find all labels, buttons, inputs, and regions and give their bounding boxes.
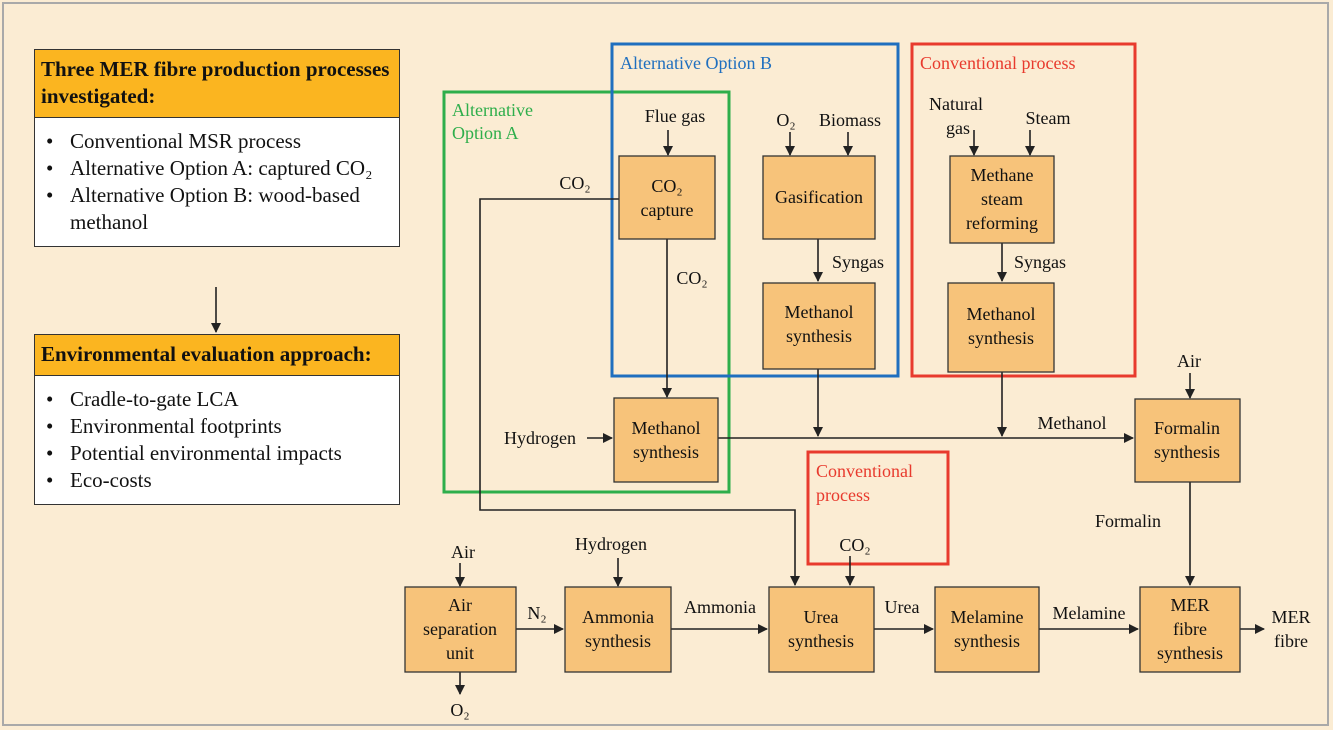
evaluation-panel-heading: Environmental evaluation approach: [35,335,399,376]
conventional-process-region [910,42,1137,378]
melamine-synthesis-box [934,586,1040,673]
list-item: Alternative Option B: wood-based methano… [43,182,391,236]
air-formalin-label: Air [1177,351,1201,371]
asu-label-2: separation [423,619,497,639]
ammonia-flow-label: Ammonia [684,597,756,617]
msr-label-2: steam [981,189,1023,209]
mer-label-3: synthesis [1157,643,1223,663]
hydrogen-ammonia-label: Hydrogen [575,534,647,554]
msr-label-3: reforming [966,213,1038,233]
option-a-title-line1: Alternative [452,100,533,120]
methanol-b-label-1: Methanol [785,302,854,322]
co2-to-urea-line [479,198,800,586]
list-item: Potential environmental impacts [43,440,391,467]
melamine-label-1: Melamine [951,607,1024,627]
formalin-flow-label: Formalin [1095,511,1161,531]
list-item: Environmental footprints [43,413,391,440]
formalin-synthesis-box [1134,398,1241,483]
option-b-title: Alternative Option B [620,53,772,73]
option-b-region [610,42,900,378]
mer-fibre-synthesis-box [1139,586,1241,673]
list-item: Conventional MSR process [43,128,391,155]
list-item: Cradle-to-gate LCA [43,386,391,413]
gasification-box [762,155,876,240]
urea-label-2: synthesis [788,631,854,651]
co2-mid-label: CO₂ [676,268,707,288]
n2-label: N₂ [527,603,546,623]
syngas-conv-label: Syngas [1014,252,1066,272]
urea-flow-label: Urea [885,597,920,617]
conventional-process-title: Conventional process [920,53,1075,73]
urea-synthesis-box [768,586,875,673]
processes-list: Conventional MSR process Alternative Opt… [35,118,399,246]
formalin-label-1: Formalin [1154,418,1220,438]
air-separation-unit-box [404,586,517,673]
o2-out-label: O₂ [450,700,469,720]
methanol-conv-label-2: synthesis [968,328,1034,348]
ammonia-label-2: synthesis [585,631,651,651]
natural-gas-label-1: Natural [929,94,983,114]
hydrogen-a-label: Hydrogen [504,428,576,448]
natural-gas-label-2: gas [946,118,970,138]
urea-label-1: Urea [804,607,839,627]
conventional-co2-title-line1: Conventional [816,461,913,481]
asu-label-3: unit [446,643,474,663]
biomass-label: Biomass [819,110,881,130]
mer-label-1: MER [1170,595,1209,615]
co2-capture-box [618,155,716,240]
methanol-label: Methanol [1038,413,1107,433]
processes-panel: Three MER fibre production processes inv… [34,49,400,247]
mer-label-2: fibre [1173,619,1207,639]
air-asu-label: Air [451,542,475,562]
co2-capture-label-2: capture [641,200,694,220]
evaluation-panel: Environmental evaluation approach: Cradl… [34,334,400,505]
list-item: Alternative Option A: captured CO₂ [43,155,391,182]
methanol-synthesis-b-box [762,282,876,370]
mer-fibre-label-1: MER [1271,607,1310,627]
list-item: Eco-costs [43,467,391,494]
syngas-b-label: Syngas [832,252,884,272]
methanol-b-label-2: synthesis [786,326,852,346]
o2-in-label: O₂ [776,110,795,130]
formalin-label-2: synthesis [1154,442,1220,462]
co2-capture-label-1: CO₂ [651,176,682,196]
co2-out-label: CO₂ [559,173,590,193]
conventional-co2-region [806,450,950,566]
mer-fibre-label-2: fibre [1274,631,1308,651]
conventional-co2-title-line2: process [816,485,870,505]
methane-steam-reforming-box [949,155,1055,244]
steam-label: Steam [1026,108,1071,128]
co2-urea-label: CO₂ [839,535,870,555]
msr-label-1: Methane [971,165,1034,185]
melamine-flow-label: Melamine [1053,603,1126,623]
methanol-synthesis-a-box [613,397,719,483]
methanol-a-label-2: synthesis [633,442,699,462]
evaluation-list: Cradle-to-gate LCA Environmental footpri… [35,376,399,504]
option-a-title-line2: Option A [452,123,519,143]
methanol-synthesis-conv-box [947,282,1055,373]
ammonia-synthesis-box [564,586,672,673]
asu-label-1: Air [448,595,472,615]
melamine-label-2: synthesis [954,631,1020,651]
methanol-conv-label-1: Methanol [967,304,1036,324]
methanol-a-label-1: Methanol [632,418,701,438]
processes-panel-heading: Three MER fibre production processes inv… [35,50,399,118]
ammonia-label-1: Ammonia [582,607,654,627]
flue-gas-label: Flue gas [645,106,706,126]
option-a-region [442,90,731,494]
gasification-label: Gasification [775,187,863,207]
